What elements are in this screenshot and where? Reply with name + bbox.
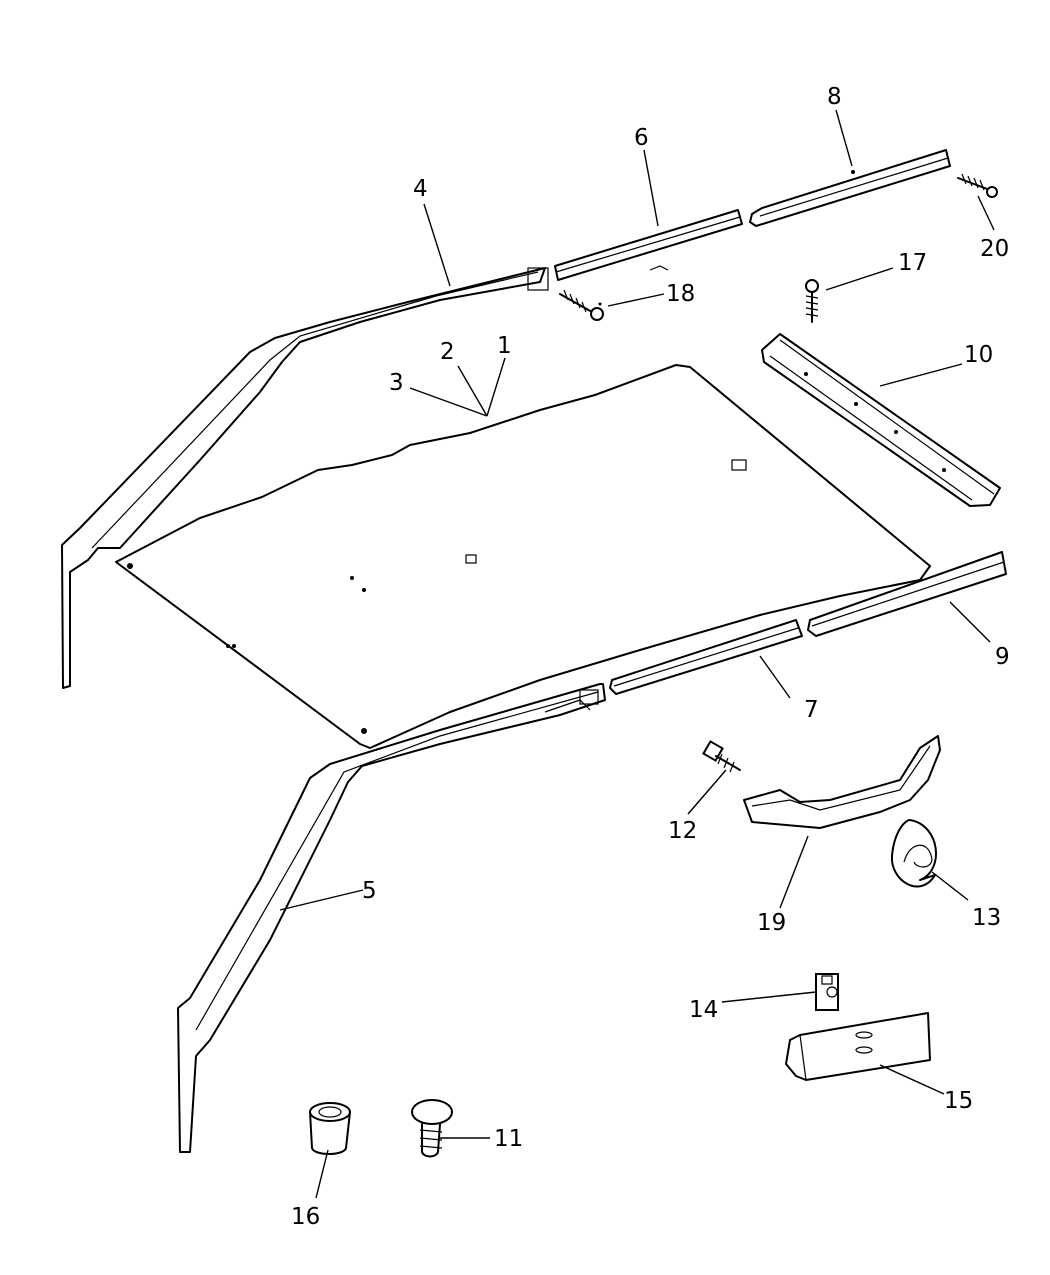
bolt-12	[702, 740, 741, 773]
screw-18	[559, 289, 604, 321]
callout-8: 8	[827, 84, 842, 110]
rear-rail-10	[761, 333, 1001, 507]
callout-17: 17	[898, 250, 927, 276]
callout-14: 14	[689, 997, 718, 1023]
grab-handle-19	[743, 735, 941, 829]
callout-10: 10	[964, 342, 993, 368]
callout-18: 18	[666, 281, 695, 307]
callout-11: 11	[494, 1126, 523, 1152]
callout-6: 6	[634, 125, 649, 151]
header-trim-6	[554, 209, 743, 281]
bracket-15	[785, 1012, 931, 1081]
push-fastener-11	[411, 1099, 453, 1158]
callout-2: 2	[440, 339, 455, 365]
callout-20: 20	[980, 236, 1009, 262]
callout-9: 9	[995, 644, 1010, 670]
side-rail-9	[807, 551, 1007, 637]
side-rail-trim-5	[177, 683, 606, 1153]
screw-20	[957, 173, 998, 198]
callouts: 1 2 3 4 5 6 7 8 9 10 11 12 13 14 15 16 1…	[291, 84, 1010, 1230]
callout-1: 1	[497, 333, 512, 359]
callout-13: 13	[972, 905, 1001, 931]
headliner-panel	[115, 364, 931, 749]
callout-12: 12	[668, 818, 697, 844]
header-trim-8	[749, 149, 951, 227]
callout-19: 19	[757, 910, 786, 936]
callout-3: 3	[389, 370, 404, 396]
callout-5: 5	[362, 878, 377, 904]
clip-ring-13	[890, 819, 937, 888]
clip-nut-14	[815, 973, 839, 1011]
callout-16: 16	[291, 1204, 320, 1230]
side-rail-7	[609, 619, 803, 695]
leader-lines	[279, 109, 995, 1199]
screw-17	[805, 279, 819, 323]
cap-16	[309, 1102, 351, 1155]
pillar-trim-4	[61, 267, 549, 689]
callout-7: 7	[804, 697, 819, 723]
callout-4: 4	[413, 176, 428, 202]
callout-15: 15	[944, 1088, 973, 1114]
